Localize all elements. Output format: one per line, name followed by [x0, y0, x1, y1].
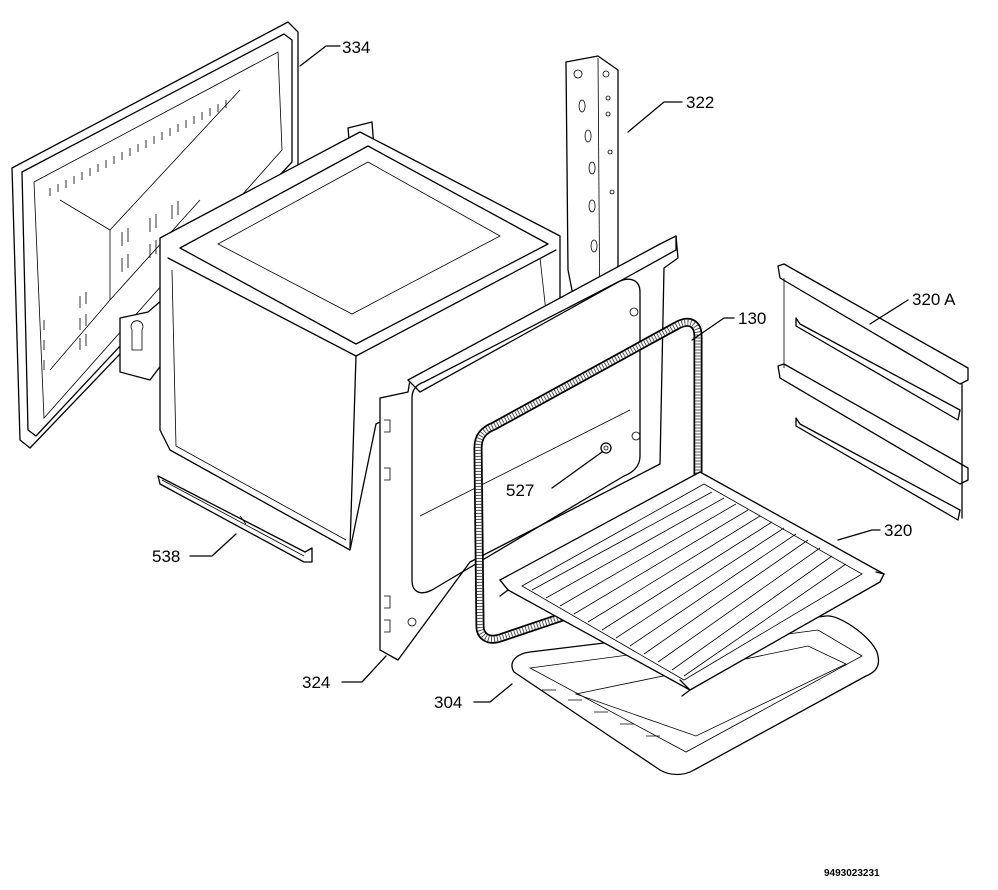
rear-panel-334 [11, 21, 299, 449]
grill-rack-320 [499, 471, 885, 697]
front-frame-324 [379, 235, 679, 661]
label-538: 538 [152, 547, 180, 566]
label-320a: 320 A [912, 290, 956, 309]
screw-527 [600, 442, 612, 454]
document-number: 9493023231 [824, 868, 880, 879]
label-304: 304 [434, 693, 462, 712]
leader-lines [189, 45, 909, 703]
rear-panel-vents [43, 100, 227, 370]
part-labels: 334 322 320 A 130 527 320 538 324 304 94… [152, 38, 956, 879]
shelf-guides-320a [777, 263, 969, 521]
label-322: 322 [686, 93, 714, 112]
rail-538 [157, 475, 313, 563]
label-130: 130 [738, 309, 766, 328]
oven-cavity [119, 121, 561, 551]
grill-rack-wires [531, 491, 847, 677]
label-334: 334 [342, 38, 370, 57]
label-324: 324 [302, 673, 330, 692]
label-320: 320 [884, 521, 912, 540]
label-527: 527 [506, 481, 534, 500]
